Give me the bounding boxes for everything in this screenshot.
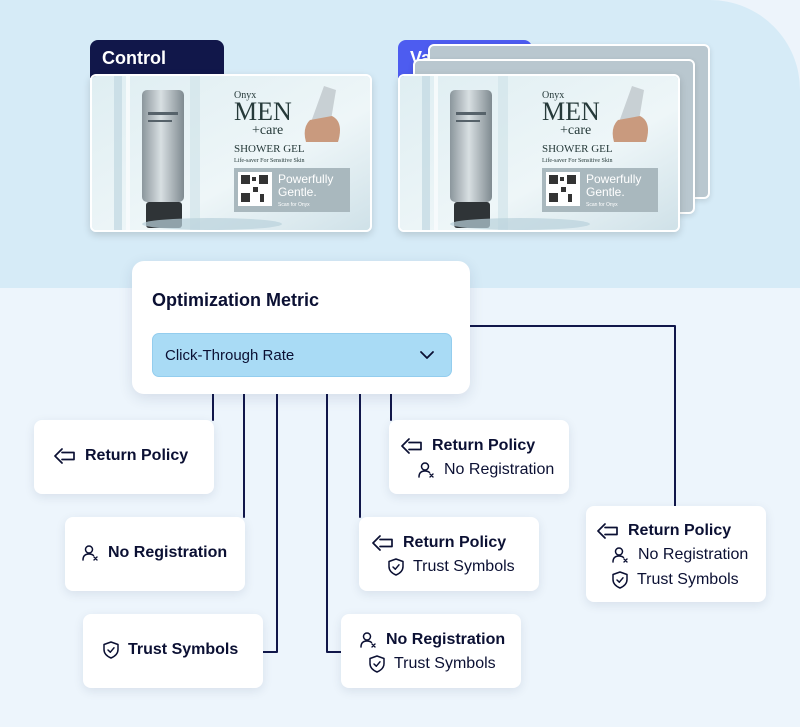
shield-check-icon (369, 655, 385, 673)
ad-product-line-2: +care (560, 123, 591, 138)
ad-subtitle: Life-saver For Sensitive Skin (542, 157, 613, 164)
variation-ad-creative: Onyx MEN +care SHOWER GEL Life-saver For… (398, 74, 680, 232)
node-return-policy-no-registration: Return Policy No Registration (389, 420, 569, 494)
shield-check-icon (612, 571, 628, 589)
node-label: Trust Symbols (413, 558, 515, 575)
optimization-metric-panel: Optimization Metric Click-Through Rate (132, 261, 470, 394)
arrow-left-icon (372, 535, 393, 551)
node-label: Return Policy (628, 522, 732, 539)
node-label: No Registration (108, 544, 228, 561)
ad-brand: Onyx (542, 90, 564, 101)
ad-product-name: SHOWER GEL (234, 143, 305, 155)
chevron-down-icon (420, 351, 434, 359)
control-tab-label: Control (102, 48, 166, 68)
node-label: No Registration (386, 631, 506, 648)
ad-tagline-1: Powerfully (278, 172, 333, 186)
arrow-left-icon (597, 523, 618, 539)
ad-product-line-1: MEN (234, 97, 292, 126)
optimization-metric-value: Click-Through Rate (165, 347, 295, 364)
ad-subtitle: Life-saver For Sensitive Skin (234, 157, 305, 164)
control-ad-creative: Onyx MEN +care SHOWER GEL Life-saver For… (90, 74, 372, 232)
arrow-left-icon (54, 448, 75, 464)
node-return-policy-trust-symbols: Return Policy Trust Symbols (359, 517, 539, 591)
shield-check-icon (388, 558, 404, 576)
optimization-metric-select[interactable]: Click-Through Rate (152, 333, 452, 377)
node-label: Trust Symbols (128, 641, 239, 658)
ad-scan-text: Scan for Onyx (586, 202, 618, 208)
user-icon (418, 462, 434, 478)
node-label: Return Policy (432, 437, 536, 454)
ad-tagline-1: Powerfully (586, 172, 641, 186)
node-return-policy: Return Policy (34, 420, 214, 494)
node-label: Trust Symbols (394, 655, 496, 672)
ad-scan-text: Scan for Onyx (278, 202, 310, 208)
user-icon (360, 632, 376, 648)
node-no-registration-trust-symbols: No Registration Trust Symbols (341, 614, 521, 688)
ad-product-line-2: +care (252, 123, 283, 138)
ad-tagline-2: Gentle. (278, 185, 317, 199)
node-label: Return Policy (403, 534, 507, 551)
arrow-left-icon (401, 438, 422, 454)
optimization-metric-title: Optimization Metric (152, 290, 320, 310)
node-all-three: Return Policy No Registration Trust Symb… (586, 506, 766, 602)
node-no-registration: No Registration (65, 517, 245, 591)
user-icon (82, 545, 98, 561)
ad-product-name: SHOWER GEL (542, 143, 613, 155)
node-label: Return Policy (85, 447, 189, 464)
ad-product-line-1: MEN (542, 97, 600, 126)
shield-check-icon (103, 641, 119, 659)
node-label: Trust Symbols (637, 571, 739, 588)
ad-brand: Onyx (234, 90, 256, 101)
node-label: No Registration (638, 546, 749, 563)
control-tab: Control (90, 40, 224, 78)
ad-tagline-2: Gentle. (586, 185, 625, 199)
node-label: No Registration (444, 461, 555, 478)
user-icon (612, 547, 628, 563)
node-trust-symbols: Trust Symbols (83, 614, 263, 688)
